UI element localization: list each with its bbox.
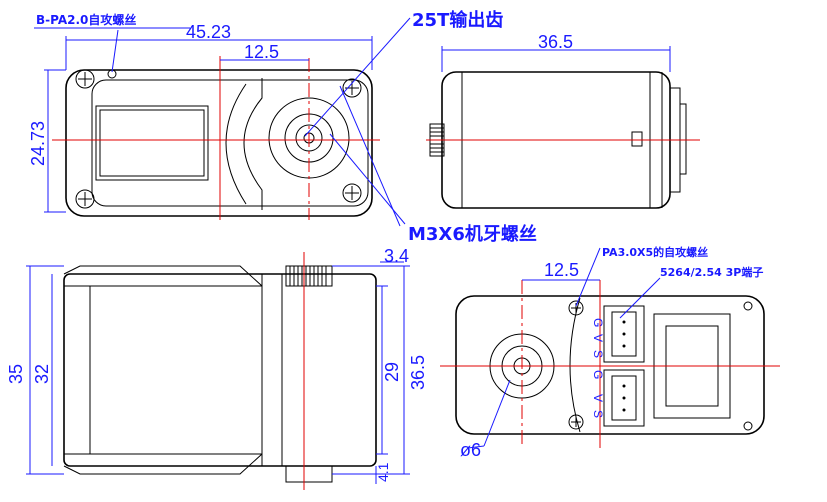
connector-label: 5264/2.54 3P端子 [660, 265, 763, 279]
gear-height-dim: 3.4 [384, 246, 409, 266]
top-offset-dim: 12.5 [244, 42, 279, 62]
screw-icon [75, 69, 95, 89]
pin-label: V [591, 334, 605, 342]
pin-label: V [591, 394, 605, 402]
screw-icon [342, 183, 362, 203]
pin-label: G [591, 318, 605, 327]
front-h3-dim: 29 [382, 362, 402, 382]
front-h1-dim: 35 [6, 364, 26, 384]
pin-label: G [591, 370, 605, 379]
self-tap-screw-label: PA3.0X5的自攻螺丝 [602, 245, 708, 259]
pin-label: S [591, 350, 605, 358]
screw-icon [75, 189, 95, 209]
pin-label: S [591, 410, 605, 418]
screw-icon [568, 300, 584, 316]
top-left-screw-label: B-PA2.0自攻螺丝 [36, 12, 136, 27]
front-bottom-dim: 4.1 [375, 462, 391, 482]
top-height-dim: 24.73 [28, 121, 48, 166]
bottom-offset-dim: 12.5 [544, 260, 579, 280]
top-width-dim: 45.23 [186, 22, 231, 42]
screw-icon [568, 414, 584, 430]
front-h2-dim: 32 [32, 364, 52, 384]
front-h4-dim: 36.5 [408, 355, 428, 390]
pin-labels: G V S G V S [591, 318, 605, 418]
bottom-view [440, 247, 780, 449]
gear-teeth-label: 25T输出齿 [412, 9, 503, 31]
side-width-dim: 36.5 [538, 32, 573, 52]
diameter-dim: ø6 [460, 440, 481, 460]
side-view [426, 46, 700, 209]
screw-icon [342, 78, 362, 98]
top-view [34, 17, 411, 227]
front-view [26, 252, 410, 490]
machine-screw-label: M3X6机牙螺丝 [408, 223, 537, 245]
